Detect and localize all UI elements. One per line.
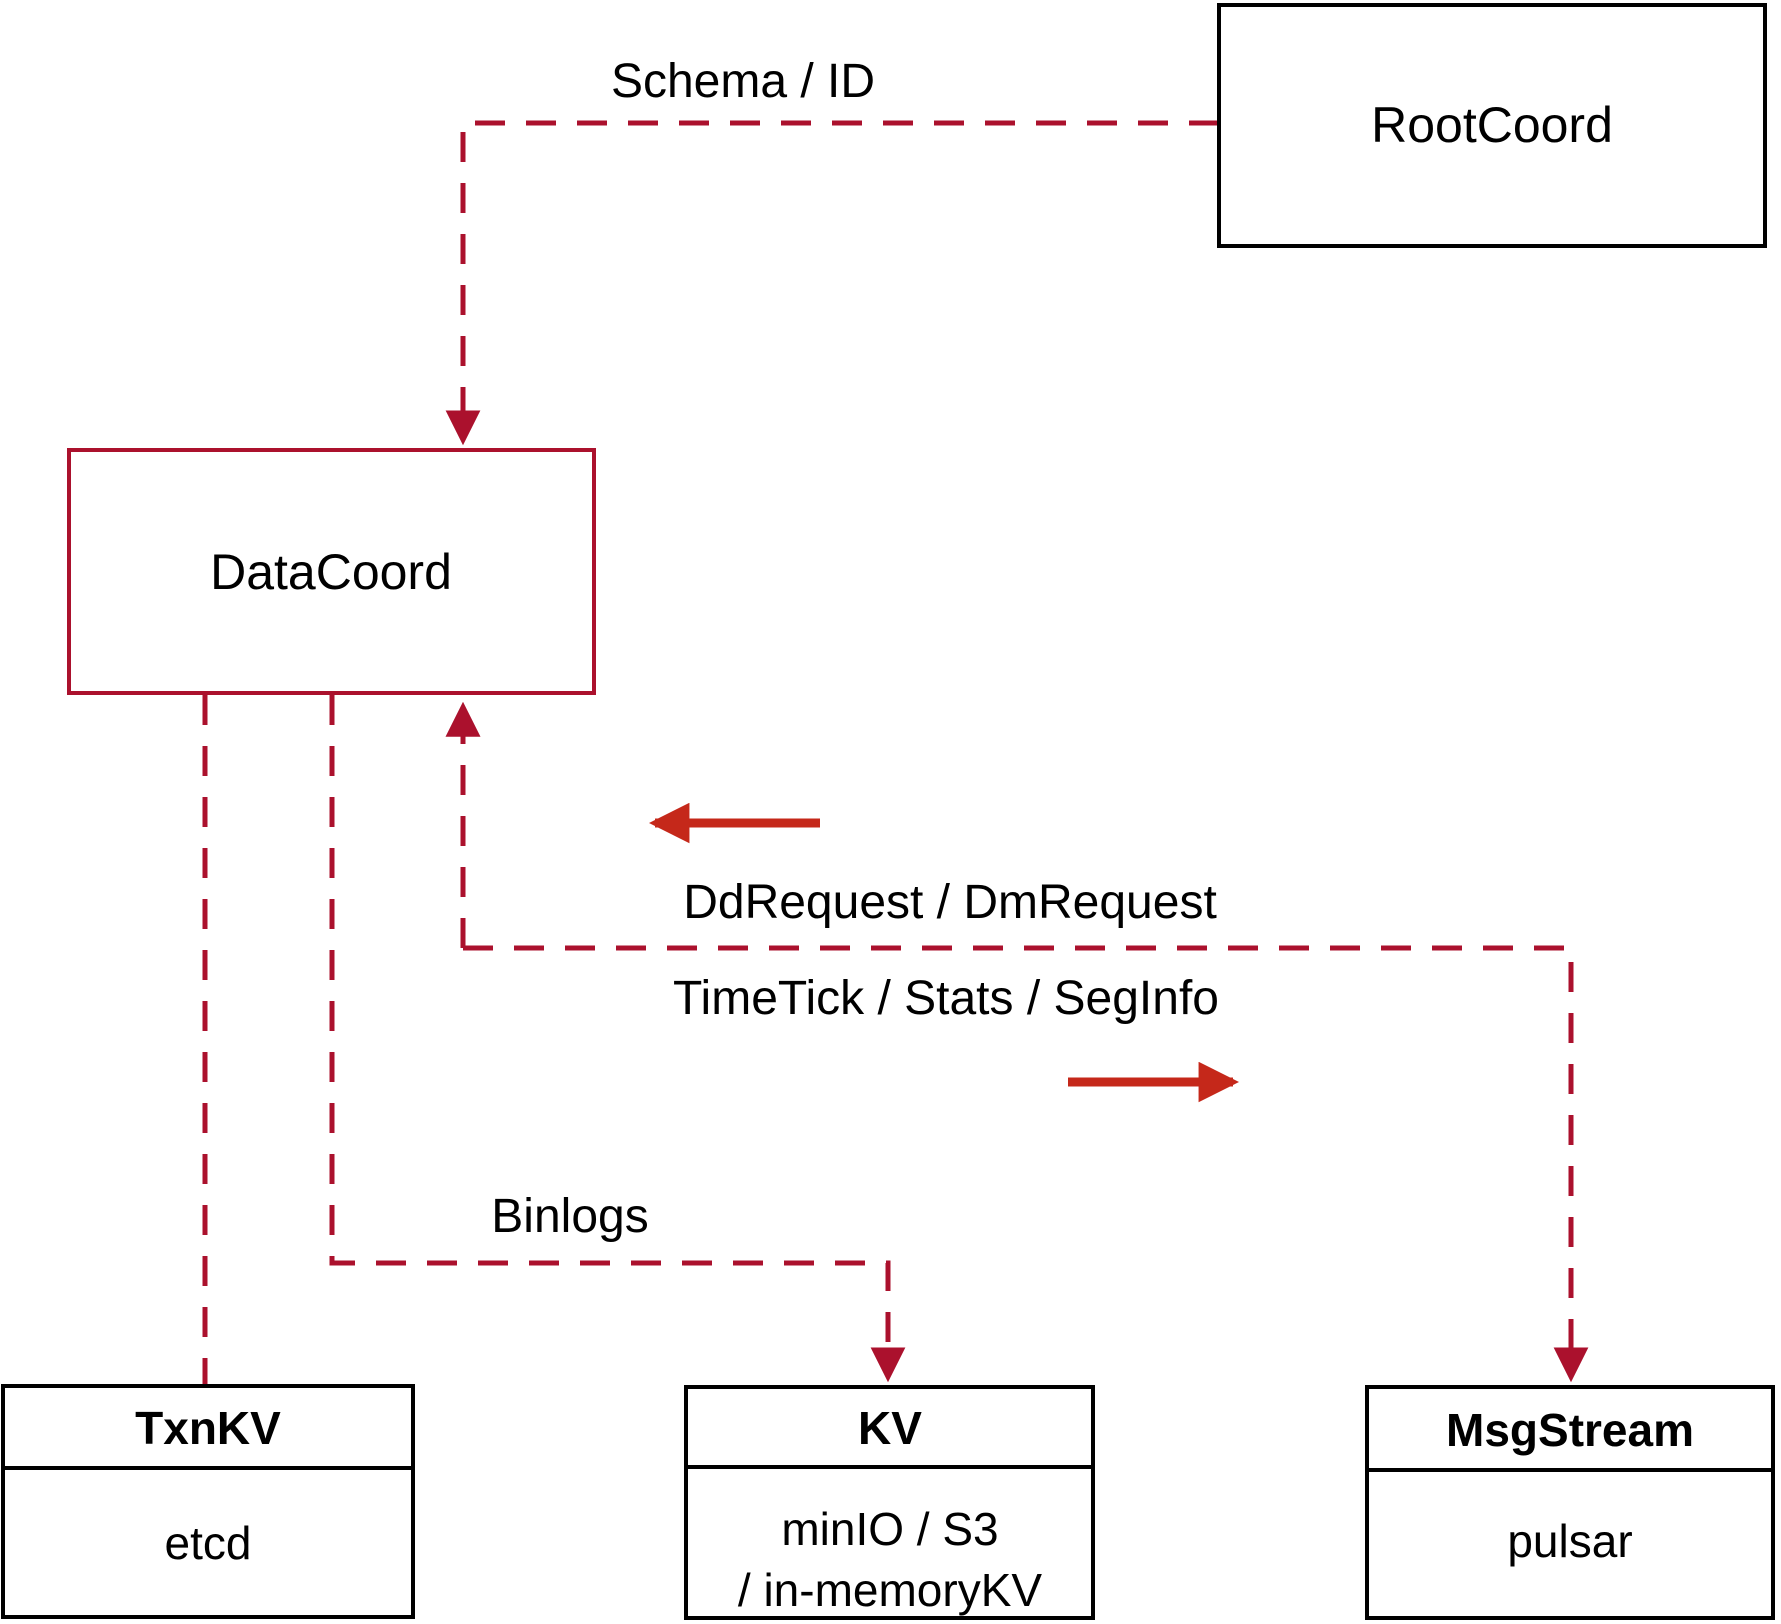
kv-node: KV minIO / S3 / in-memoryKV — [684, 1385, 1095, 1620]
txnkv-box — [1, 1384, 415, 1619]
rootcoord-label: RootCoord — [1371, 97, 1613, 153]
txnkv-node: TxnKV etcd — [1, 1384, 415, 1619]
rootcoord-node: RootCoord — [1217, 3, 1767, 248]
datacoord-box — [67, 448, 596, 695]
kv-header-label: KV — [858, 1402, 922, 1454]
connector-datacoord-to-kv — [329, 695, 906, 1383]
kv-box — [684, 1385, 1095, 1620]
schema-id-label: Schema / ID — [611, 55, 875, 108]
msgstream-header-label: MsgStream — [1446, 1404, 1694, 1456]
ddrequest-dmrequest-label: DdRequest / DmRequest — [683, 876, 1217, 929]
datacoord-node: DataCoord — [67, 448, 596, 695]
msgstream-node: MsgStream pulsar — [1365, 1385, 1775, 1620]
txnkv-header-label: TxnKV — [135, 1402, 281, 1454]
txnkv-body-label: etcd — [165, 1517, 252, 1569]
rootcoord-box — [1217, 3, 1767, 248]
datacoord-label: DataCoord — [210, 544, 452, 600]
timetick-stats-seginfo-label: TimeTick / Stats / SegInfo — [673, 972, 1219, 1025]
kv-body-line1: minIO / S3 — [781, 1503, 998, 1555]
msgstream-box — [1365, 1385, 1775, 1620]
connector-rootcoord-to-datacoord — [445, 120, 1219, 446]
connector-bus-to-msgstream — [463, 945, 1589, 1383]
msgstream-body-label: pulsar — [1507, 1515, 1632, 1567]
kv-body-line2: / in-memoryKV — [738, 1564, 1042, 1616]
binlogs-label: Binlogs — [491, 1190, 648, 1243]
